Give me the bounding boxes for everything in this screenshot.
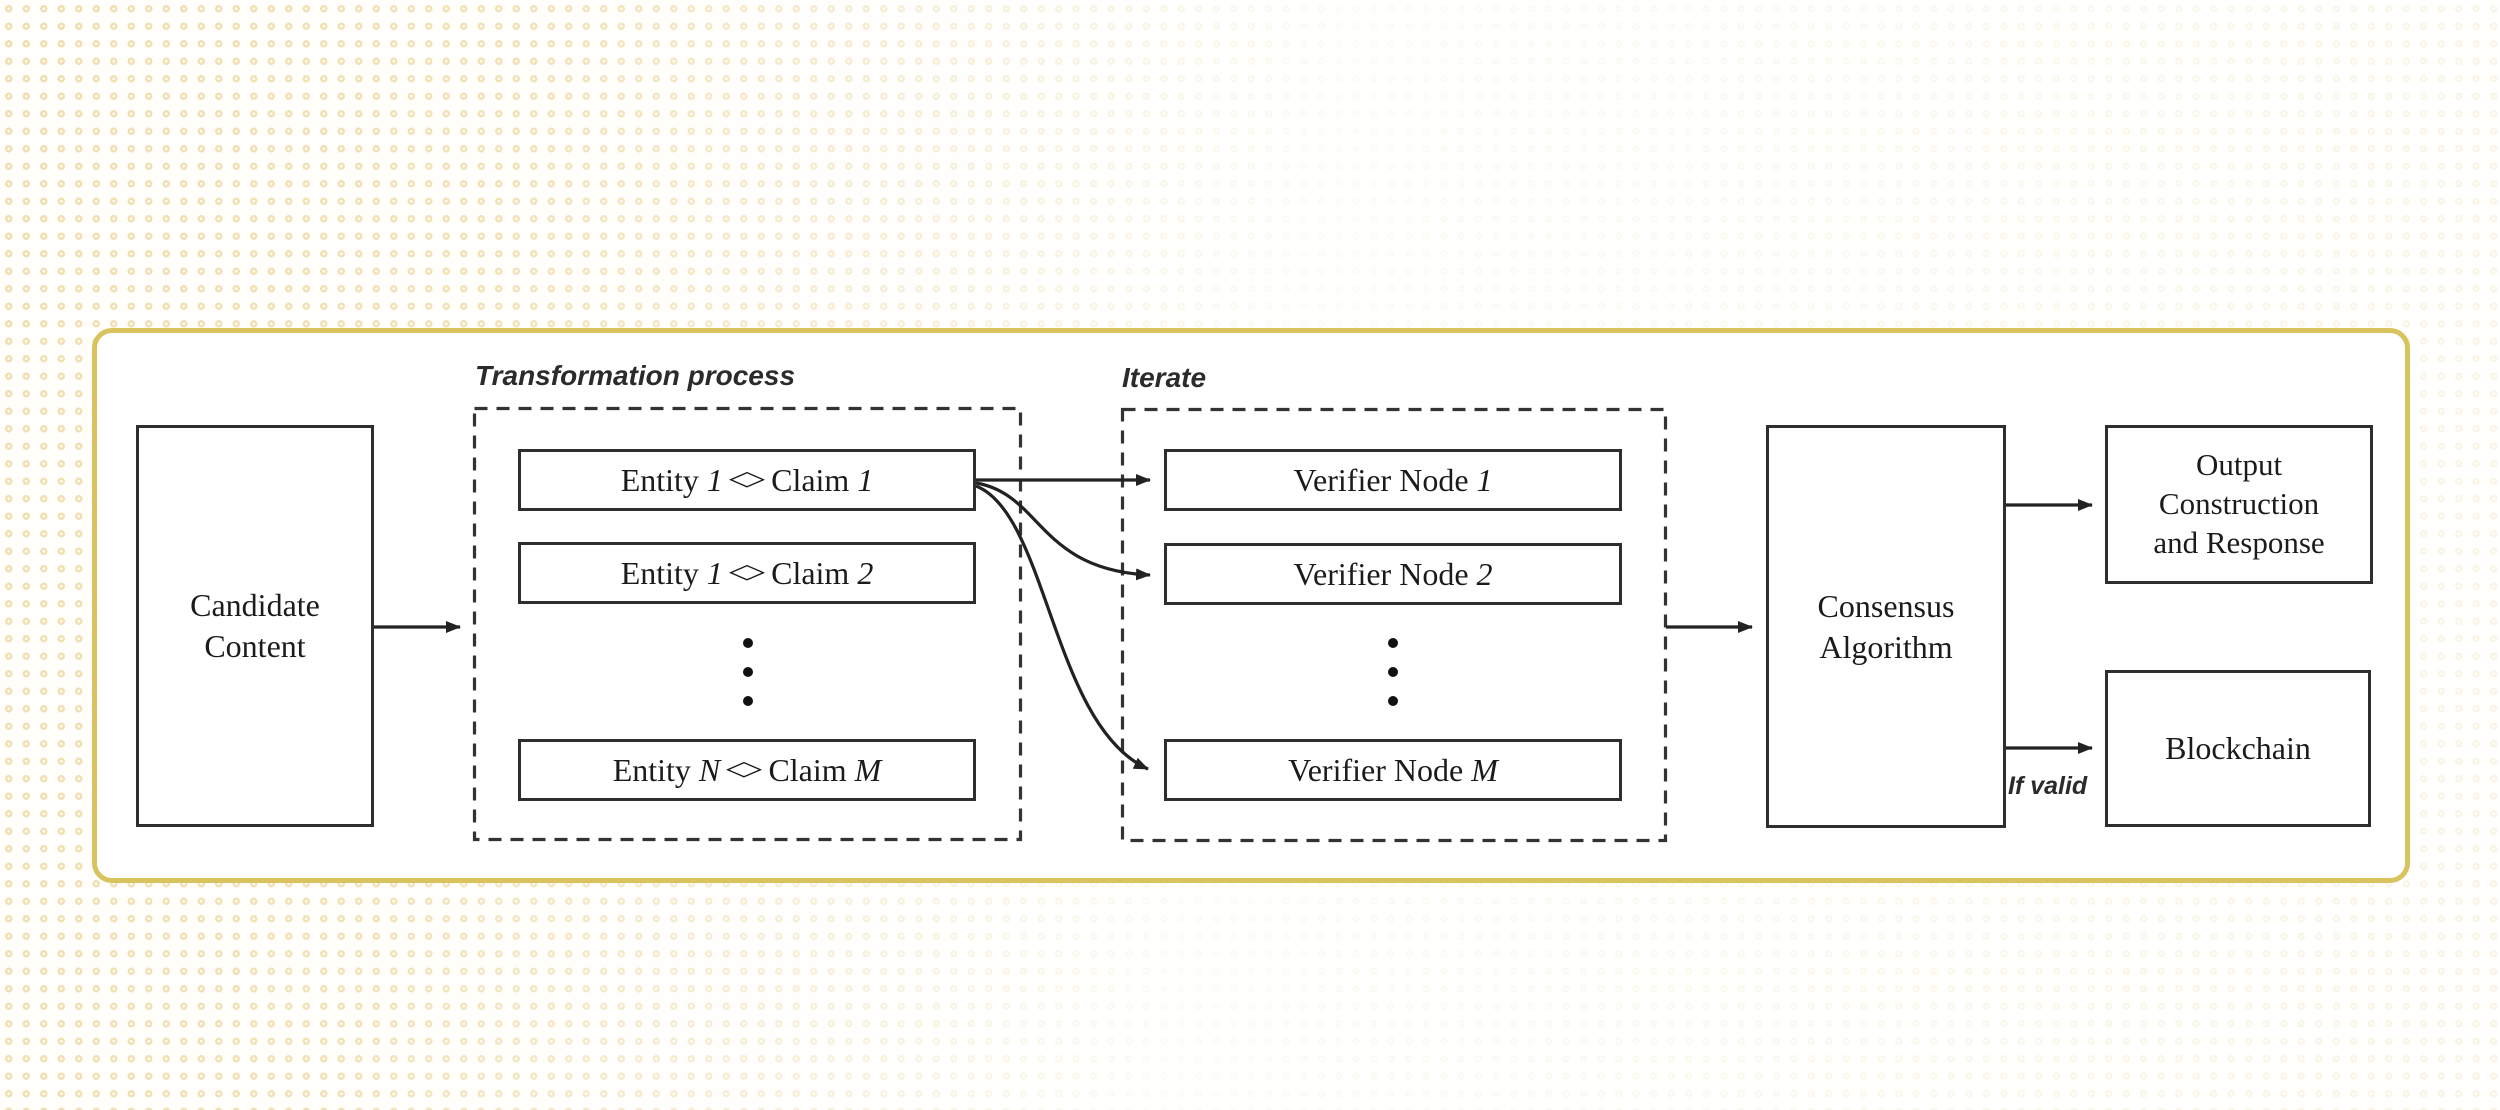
arrow-claim-to-verifier-m (975, 484, 1149, 771)
iterate-label: Iterate (1122, 362, 1207, 393)
claim-index: 2 (857, 554, 874, 591)
entity-index: 1 (706, 554, 723, 591)
verifier-node-word: Verifier Node (1293, 555, 1469, 592)
claim-word: Claim (771, 554, 850, 591)
entity-claim-row-1: Entity 1 ◇ Claim 1 (518, 449, 976, 511)
entity-index: N (698, 751, 721, 788)
verifier-ellipsis-dots (1388, 638, 1398, 706)
verifier-node-index: 2 (1476, 555, 1493, 592)
candidate-content-box: Candidate Content (136, 425, 374, 827)
relation-diamond-icon: ◇ (726, 757, 763, 780)
candidate-content-line2: Content (204, 628, 306, 664)
candidate-content-line1: Candidate (190, 587, 320, 624)
claim-index: M (854, 751, 882, 788)
relation-diamond-icon: ◇ (728, 467, 766, 490)
verifier-node-index: 1 (1476, 461, 1493, 498)
verifier-node-word: Verifier Node (1288, 751, 1464, 788)
output-line1: Output (2195, 447, 2283, 483)
verifier-node-row-2: Verifier Node 2 (1164, 543, 1622, 605)
arrow-claim-to-verifier-2 (975, 481, 1151, 581)
entity-word: Entity (620, 554, 699, 591)
entity-claim-row-m: Entity N ◇ Claim M (518, 739, 976, 801)
claim-index: 1 (857, 461, 874, 498)
output-line2: Construction (2158, 486, 2320, 522)
entity-ellipsis-dots (743, 638, 753, 706)
claim-word: Claim (768, 751, 847, 788)
transformation-process-label: Transformation process (475, 360, 796, 391)
verifier-node-row-m: Verifier Node M (1164, 739, 1622, 801)
output-construction-box: Output Construction and Response (2105, 425, 2373, 584)
entity-claim-row-2: Entity 1 ◇ Claim 2 (518, 542, 976, 604)
consensus-line1: Consensus (1817, 587, 1955, 624)
iterate-group-border (1120, 407, 1668, 843)
blockchain-box: Blockchain (2105, 670, 2371, 827)
transformation-group-border (472, 406, 1023, 842)
blockchain-line1: Blockchain (2165, 730, 2311, 767)
output-line3: and Response (2153, 524, 2325, 560)
consensus-algorithm-box: Consensus Algorithm (1766, 425, 2006, 828)
entity-word: Entity (620, 461, 699, 498)
entity-word: Entity (612, 751, 691, 788)
verifier-node-row-1: Verifier Node 1 (1164, 449, 1622, 511)
consensus-line2: Algorithm (1819, 628, 1953, 665)
if-valid-label: If valid (2008, 772, 2088, 800)
verifier-node-word: Verifier Node (1293, 461, 1469, 498)
entity-index: 1 (706, 461, 723, 498)
verifier-node-index: M (1471, 751, 1498, 788)
relation-diamond-icon: ◇ (728, 560, 766, 583)
claim-word: Claim (771, 461, 850, 498)
